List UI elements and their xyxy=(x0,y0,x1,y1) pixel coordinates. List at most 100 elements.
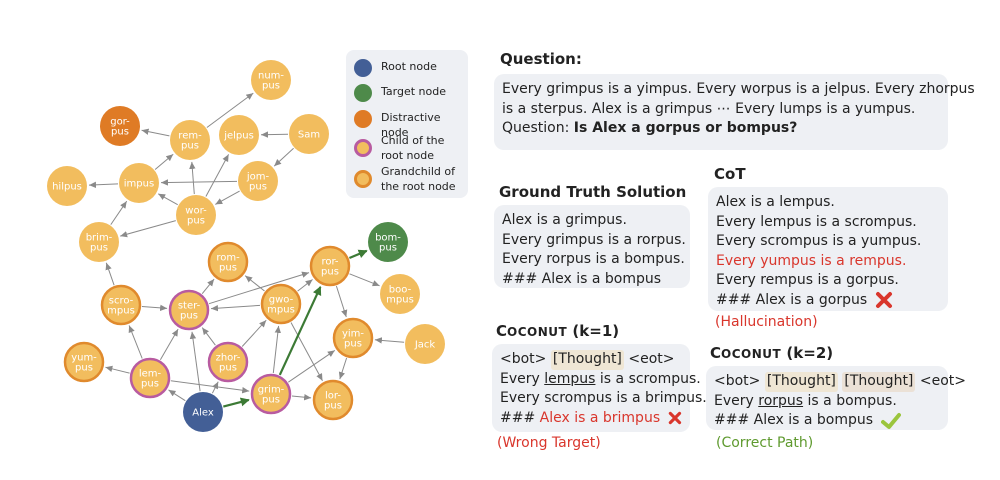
legend-distractive: Distractive node xyxy=(354,110,465,140)
node-circle xyxy=(79,222,119,262)
cot-box: Alex is a lempus. Every lempus is a scro… xyxy=(708,187,948,311)
edge-yimpus-lorpus xyxy=(338,357,348,380)
node-circle xyxy=(207,341,249,383)
node-label: gwo- xyxy=(269,295,294,306)
coconut2-l2-pre: Every xyxy=(714,392,759,409)
eot-token: <eot> xyxy=(628,351,675,367)
cot-line-3: Every scrompus is a yumpus. xyxy=(716,233,922,249)
node-rempus: rem-pus xyxy=(170,120,210,160)
node-circle xyxy=(251,60,291,100)
edge-rempus-numpus xyxy=(206,92,254,128)
node-circle xyxy=(170,120,210,160)
node-jelpus: jelpus xyxy=(219,115,259,155)
cot-line-1: Alex is a lempus. xyxy=(716,194,835,210)
wrong-x-icon xyxy=(668,412,682,425)
node-label: rem- xyxy=(178,131,202,142)
edge-brimpus-impus xyxy=(110,200,128,225)
cot-line-2: Every lempus is a scrompus. xyxy=(716,213,917,230)
legend-root: Root node xyxy=(354,59,465,77)
edge-jompus-impus xyxy=(160,179,238,186)
node-circle xyxy=(176,195,216,235)
cot-answer: ### Alex is a gorpus xyxy=(716,291,868,308)
node-label: pus xyxy=(90,243,108,254)
coconut1-heading-suffix: (k=1) xyxy=(567,322,620,340)
child-node-swatch xyxy=(354,139,372,157)
coconut2-line-2: Every rorpus is a bompus. xyxy=(714,392,940,412)
coconut1-line-1: <bot> [Thought] <eot> xyxy=(500,350,682,370)
legend-grandchild: Grandchild of the root node xyxy=(354,164,465,194)
coconut2-box: <bot> [Thought] [Thought] <eot> Every ro… xyxy=(706,366,966,430)
edge-grimpus-yimpus xyxy=(288,349,336,383)
node-circle xyxy=(250,373,292,415)
edge-sterpus-rompus xyxy=(201,278,215,295)
edge-impus-rempus xyxy=(154,153,174,170)
node-label: impus xyxy=(124,179,154,190)
legend-target: Target node xyxy=(354,84,465,102)
edge-worpus-jelpus xyxy=(205,154,230,197)
root-node-swatch xyxy=(354,59,372,77)
coconut2-l2-post: is a bompus. xyxy=(803,392,897,409)
node-label: Jack xyxy=(414,340,436,351)
cot-line-4: Every yumpus is a rempus. xyxy=(716,252,907,269)
node-label: hilpus xyxy=(52,182,82,193)
node-circle xyxy=(260,283,302,325)
edge-gwompus-rompus xyxy=(244,275,265,292)
edge-worpus-impus xyxy=(157,193,178,206)
node-circle xyxy=(207,241,249,283)
coconut1-box: <bot> [Thought] <eot> Every lempus is a … xyxy=(492,344,707,432)
thought-token: [Thought] xyxy=(550,350,624,370)
question-heading: Question: xyxy=(500,50,582,68)
wrong-x-icon xyxy=(876,292,893,309)
node-label: yum- xyxy=(71,353,97,364)
legend-target-label: Target node xyxy=(381,85,446,98)
path-edge-rorpus-bompus xyxy=(348,249,368,260)
node-label: wor- xyxy=(185,206,207,217)
edge-zhorpus-gwompus xyxy=(241,319,267,347)
question-line-3: Question: Is Alex a gorpus or bompus? xyxy=(502,119,940,139)
eot-token: <eot> xyxy=(919,373,966,389)
node-label: pus xyxy=(181,141,199,152)
ground-truth-line-2: Every grimpus is a rorpus. xyxy=(502,231,686,248)
path-edge-alex-grimpus xyxy=(223,397,250,408)
coconut2-heading: COCONUT (k=2) xyxy=(710,344,833,362)
coconut1-heading-small: OCONUT xyxy=(507,325,568,339)
edge-grimpus-gwompus xyxy=(272,325,281,374)
coconut2-line-1: <bot> [Thought] [Thought] <eot> xyxy=(714,372,966,392)
node-circle xyxy=(332,317,374,359)
edge-rempus-gorpus xyxy=(141,128,170,137)
edge-lempus-sterpus xyxy=(159,328,179,361)
node-label: grim- xyxy=(258,385,285,396)
node-sterpus: ster-pus xyxy=(168,289,210,331)
coconut1-l4-pre: ### xyxy=(500,409,540,426)
node-label: Sam xyxy=(298,130,320,141)
edge-gwompus-sterpus xyxy=(210,304,261,312)
node-yimpus: yim-pus xyxy=(332,317,374,359)
node-worpus: wor-pus xyxy=(176,195,216,235)
edge-grimpus-lorpus xyxy=(291,394,312,401)
node-label: zhor- xyxy=(216,353,241,364)
edge-scrompus-brimpus xyxy=(105,262,115,286)
coconut1-l2-underlined: lempus xyxy=(544,370,596,387)
edge-jack-yimpus xyxy=(374,337,405,344)
node-circle xyxy=(238,161,278,201)
node-circle xyxy=(219,115,259,155)
edge-worpus-brimpus xyxy=(120,220,176,238)
node-label: pus xyxy=(141,379,159,390)
coconut2-l2-underlined: rorpus xyxy=(758,392,804,409)
node-alex: Alex xyxy=(183,392,223,432)
node-label: Alex xyxy=(192,408,214,419)
ground-truth-box: Alex is a grimpus. Every grimpus is a ro… xyxy=(494,205,690,288)
node-label: mpus xyxy=(107,306,135,317)
node-circle xyxy=(47,166,87,206)
node-label: pus xyxy=(180,311,198,322)
node-lempus: lem-pus xyxy=(129,357,171,399)
node-rorpus: ror-pus xyxy=(309,245,351,287)
edge-scrompus-sterpus xyxy=(141,304,168,312)
grandchild-node-swatch xyxy=(354,170,372,188)
node-circle xyxy=(119,163,159,203)
thought-token: [Thought] xyxy=(842,372,916,392)
node-circle xyxy=(309,245,351,287)
node-label: yim- xyxy=(342,329,364,340)
node-label: pus xyxy=(262,81,280,92)
coconut1-answer: Alex is a brimpus xyxy=(539,409,661,426)
